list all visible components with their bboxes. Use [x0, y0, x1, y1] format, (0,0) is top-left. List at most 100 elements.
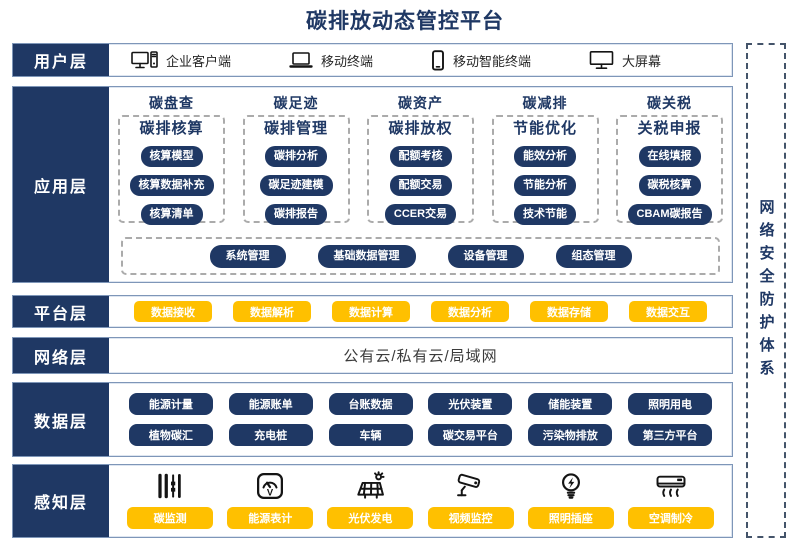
data-source-chip: 储能装置	[528, 393, 613, 415]
sensor-item: 空调制冷	[627, 470, 714, 537]
layer-app: 应用层 碳盘查碳排核算核算模型核算数据补充核算清单 碳足迹碳排管理碳排分析碳足迹建…	[12, 86, 733, 283]
app-function-chip: CBAM碳报告	[627, 204, 712, 225]
user-device: 移动终端	[289, 51, 373, 70]
layer-platform: 平台层 数据接收数据解析数据计算数据分析数据存储数据交互	[12, 295, 733, 328]
layer-label-data: 数据层	[13, 383, 109, 456]
data-source-chip: 碳交易平台	[428, 424, 513, 446]
sensor-label-chip: 空调制冷	[627, 507, 714, 529]
layer-label-network: 网络层	[13, 338, 109, 373]
security-sidebar: 网络安全防护体系	[746, 43, 786, 538]
user-devices: 企业客户端 移动终端 移动智能终端 大屏幕	[109, 44, 732, 76]
desktop-pc-icon	[131, 50, 158, 70]
app-column-header: 碳减排	[522, 95, 568, 111]
app-function-chip: 配额交易	[389, 175, 452, 196]
app-function-chip: 能效分析	[514, 146, 576, 167]
data-source-row: 植物碳汇充电桩车辆碳交易平台污染物排放第三方平台	[113, 424, 728, 446]
screen-icon	[589, 50, 614, 70]
energy-meter-icon: V	[255, 470, 285, 502]
app-module-box: 关税申报在线填报碳税核算 CBAM碳报告	[616, 115, 723, 225]
data-source-row: 能源计量能源账单台账数据光伏装置储能装置照明用电	[113, 393, 728, 415]
platform-chip: 数据解析	[233, 301, 311, 322]
sensor-item: V 能源表计	[227, 470, 314, 537]
platform-items: 数据接收数据解析数据计算数据分析数据存储数据交互	[109, 296, 732, 327]
user-device-label: 移动终端	[321, 53, 374, 69]
sensor-label-chip: 能源表计	[227, 507, 314, 529]
app-function-chip: 碳足迹建模	[259, 175, 333, 196]
app-function-chip: 节能分析	[514, 175, 576, 196]
app-function-chip: 技术节能	[514, 204, 576, 225]
cctv-icon	[455, 470, 487, 502]
bulb-icon	[559, 470, 583, 502]
data-sources: 能源计量能源账单台账数据光伏装置储能装置照明用电植物碳汇充电桩车辆碳交易平台污染…	[109, 383, 732, 456]
app-module-title: 碳排放权	[388, 120, 453, 137]
data-source-chip: 第三方平台	[628, 424, 713, 446]
data-source-chip: 植物碳汇	[128, 424, 213, 446]
platform-chip: 数据计算	[332, 301, 410, 322]
common-modules-box: 系统管理 基础数据管理 设备管理 组态管理	[121, 237, 720, 275]
sensor-item: 视频监控	[427, 470, 514, 537]
app-module-box: 碳排放权配额考核配额交易 CCER交易	[367, 115, 474, 225]
common-module-chip: 基础数据管理	[317, 244, 416, 268]
platform-chip: 数据交互	[629, 301, 707, 322]
user-device: 大屏幕	[589, 50, 661, 70]
data-source-chip: 台账数据	[328, 393, 413, 415]
app-column: 碳盘查碳排核算核算模型核算数据补充核算清单	[118, 94, 225, 225]
app-content: 碳盘查碳排核算核算模型核算数据补充核算清单碳足迹碳排管理碳排分析碳足迹建模碳排报…	[109, 87, 732, 282]
app-column: 碳资产碳排放权配额考核配额交易 CCER交易	[367, 94, 474, 225]
common-module-chip: 系统管理	[209, 244, 286, 268]
app-module-title: 关税申报	[637, 120, 702, 137]
app-module-title: 碳排管理	[263, 120, 328, 137]
layer-user: 用户层 企业客户端 移动终端 移动智能终端 大屏幕	[12, 43, 733, 77]
user-device-label: 企业客户端	[166, 53, 232, 69]
network-text: 公有云/私有云/局域网	[343, 348, 498, 365]
carbon-monitor-icon	[155, 470, 185, 502]
layer-network: 网络层 公有云/私有云/局域网	[12, 337, 733, 374]
sensor-label-chip: 碳监测	[127, 507, 214, 529]
solar-power-icon	[354, 470, 386, 502]
layer-perception: 感知层 碳监测 V 能源表计光伏发电视频监控照明插座空调制冷	[12, 464, 733, 538]
sensor-label-chip: 视频监控	[427, 507, 514, 529]
user-device-label: 大屏幕	[622, 53, 662, 69]
common-module-chip: 组态管理	[555, 244, 632, 268]
app-function-chip: CCER交易	[384, 204, 457, 225]
layer-label-platform: 平台层	[13, 296, 109, 327]
app-module-box: 节能优化能效分析节能分析技术节能	[491, 115, 599, 225]
data-source-chip: 照明用电	[628, 393, 713, 415]
sensor-label-chip: 光伏发电	[327, 507, 414, 529]
app-function-chip: 碳税核算	[638, 175, 701, 196]
app-function-chip: 核算模型	[140, 146, 203, 167]
app-function-chip: 碳排分析	[265, 146, 327, 167]
app-column-header: 碳资产	[398, 95, 443, 111]
app-module-title: 碳排核算	[139, 120, 204, 137]
sensor-item: 光伏发电	[327, 470, 414, 537]
layer-label-perception: 感知层	[13, 465, 109, 537]
user-device-label: 移动智能终端	[453, 53, 532, 69]
app-function-chip: 在线填报	[638, 146, 701, 167]
data-source-chip: 光伏装置	[428, 393, 513, 415]
data-source-chip: 能源计量	[128, 393, 213, 415]
app-function-chip: 核算清单	[140, 204, 203, 225]
perception-sensors: 碳监测 V 能源表计光伏发电视频监控照明插座空调制冷	[109, 465, 732, 537]
app-column: 碳足迹碳排管理碳排分析碳足迹建模碳排报告	[242, 94, 350, 225]
security-sidebar-label: 网络安全防护体系	[757, 198, 775, 383]
app-module-box: 碳排管理碳排分析碳足迹建模碳排报告	[242, 115, 350, 225]
app-function-chip: 配额考核	[389, 146, 452, 167]
data-source-chip: 车辆	[328, 424, 413, 446]
app-function-chip: 核算数据补充	[129, 175, 214, 196]
sensor-label-chip: 照明插座	[527, 507, 614, 529]
app-columns: 碳盘查碳排核算核算模型核算数据补充核算清单碳足迹碳排管理碳排分析碳足迹建模碳排报…	[118, 94, 723, 225]
platform-chip: 数据接收	[134, 301, 212, 322]
common-module-chip: 设备管理	[447, 244, 524, 268]
smartphone-icon	[431, 49, 445, 71]
data-source-chip: 充电桩	[228, 424, 313, 446]
platform-chip: 数据存储	[530, 301, 608, 322]
sensor-item: 碳监测	[127, 470, 214, 537]
app-column-header: 碳盘查	[149, 95, 194, 111]
sensor-item: 照明插座	[527, 470, 614, 537]
app-module-title: 节能优化	[512, 120, 577, 137]
layer-label-user: 用户层	[13, 44, 109, 76]
layer-label-app: 应用层	[13, 87, 109, 282]
app-column-header: 碳足迹	[273, 95, 319, 111]
user-device: 企业客户端	[131, 50, 232, 70]
